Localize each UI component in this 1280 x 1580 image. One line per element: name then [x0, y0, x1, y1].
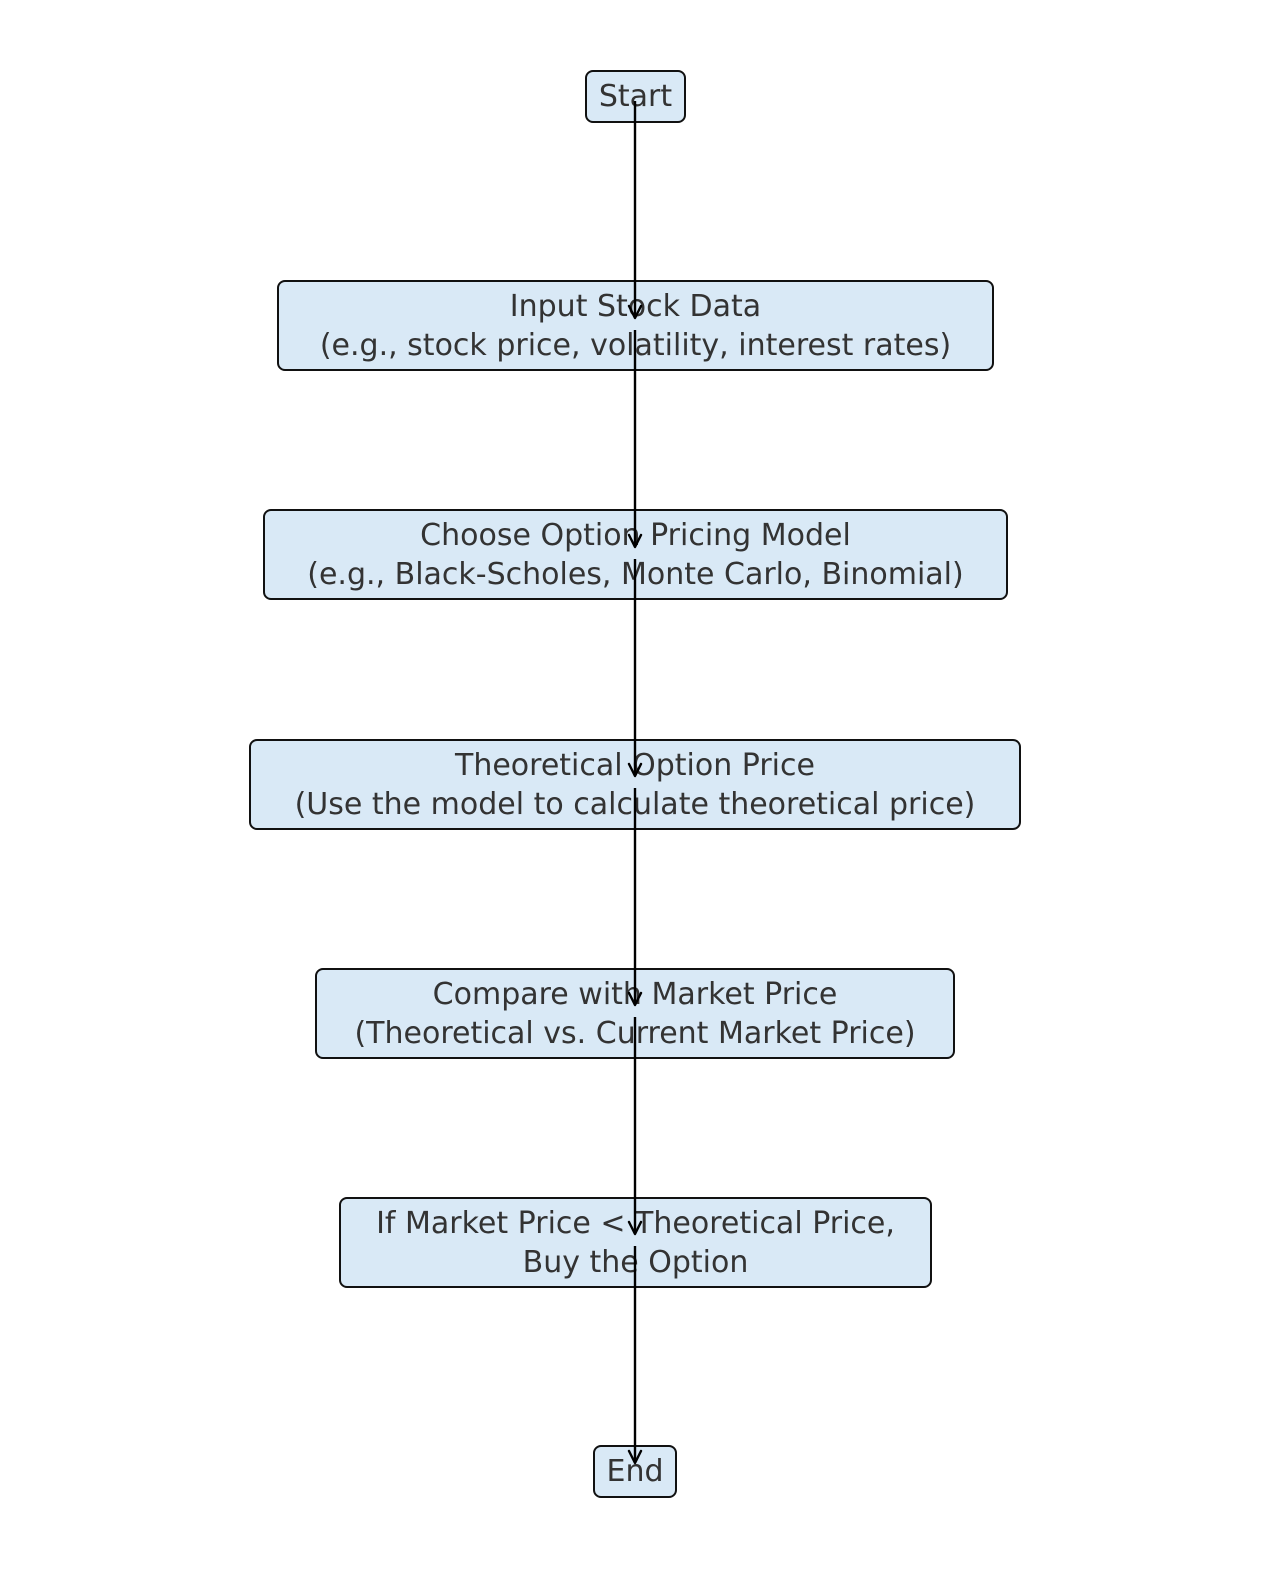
input-stock-data-detail: (e.g., stock price, volatility, interest…	[319, 327, 952, 363]
compare-market-price-title: Compare with Market Price	[432, 976, 838, 1012]
buy-decision-condition: If Market Price < Theoretical Price,	[376, 1205, 895, 1241]
start-node: Start	[585, 70, 686, 123]
buy-decision-action: Buy the Option	[522, 1244, 749, 1280]
input-stock-data-node: Input Stock Data (e.g., stock price, vol…	[277, 280, 994, 371]
theoretical-price-node: Theoretical Option Price (Use the model …	[249, 739, 1021, 830]
end-node-label: End	[606, 1454, 664, 1489]
end-node: End	[593, 1445, 677, 1498]
compare-market-price-detail: (Theoretical vs. Current Market Price)	[354, 1015, 916, 1051]
compare-market-price-node: Compare with Market Price (Theoretical v…	[315, 968, 955, 1059]
choose-pricing-model-node: Choose Option Pricing Model (e.g., Black…	[263, 509, 1008, 600]
start-node-label: Start	[598, 79, 673, 114]
choose-pricing-model-detail: (e.g., Black-Scholes, Monte Carlo, Binom…	[307, 556, 964, 592]
buy-decision-node: If Market Price < Theoretical Price, Buy…	[339, 1197, 932, 1288]
input-stock-data-title: Input Stock Data	[509, 288, 762, 324]
theoretical-price-title: Theoretical Option Price	[455, 747, 815, 783]
choose-pricing-model-title: Choose Option Pricing Model	[420, 517, 851, 553]
theoretical-price-detail: (Use the model to calculate theoretical …	[294, 786, 976, 822]
